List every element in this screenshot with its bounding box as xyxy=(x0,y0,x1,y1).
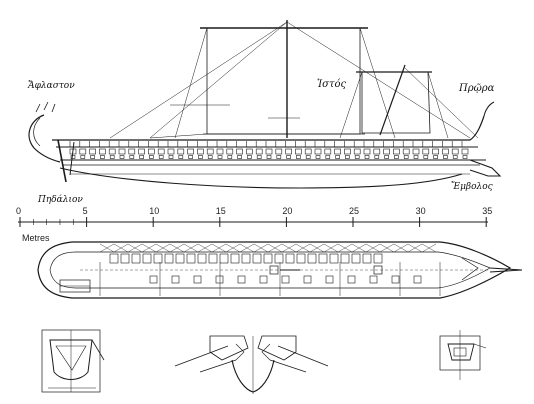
scale-tick-label: 25 xyxy=(349,206,360,216)
section-stern xyxy=(41,329,105,393)
label-prora: Πρῷρα xyxy=(459,83,495,94)
label-pedalion: Πηδάλιον xyxy=(38,195,83,205)
label-embolos: Ἔμβολος xyxy=(451,182,493,192)
side-elevation xyxy=(28,20,502,189)
section-bow xyxy=(439,330,487,380)
scale-tick-label: 30 xyxy=(415,206,426,216)
section-midship xyxy=(174,335,329,394)
scale-tick-label: 5 xyxy=(82,206,88,216)
scale-tick-label: 35 xyxy=(482,206,493,216)
scale-tick-label: 10 xyxy=(149,206,160,216)
fore-sail xyxy=(361,71,431,134)
scale-tick-label: 20 xyxy=(282,206,293,216)
scale-bar xyxy=(18,217,488,227)
plan-view xyxy=(37,241,523,299)
label-istos: Ἱστός xyxy=(317,79,347,90)
label-aphlaston: Ἄφλαστον xyxy=(28,81,75,91)
scale-unit: Metres xyxy=(22,233,50,243)
scale-tick-label: 15 xyxy=(215,206,226,216)
scale-tick-label: 0 xyxy=(16,206,22,216)
